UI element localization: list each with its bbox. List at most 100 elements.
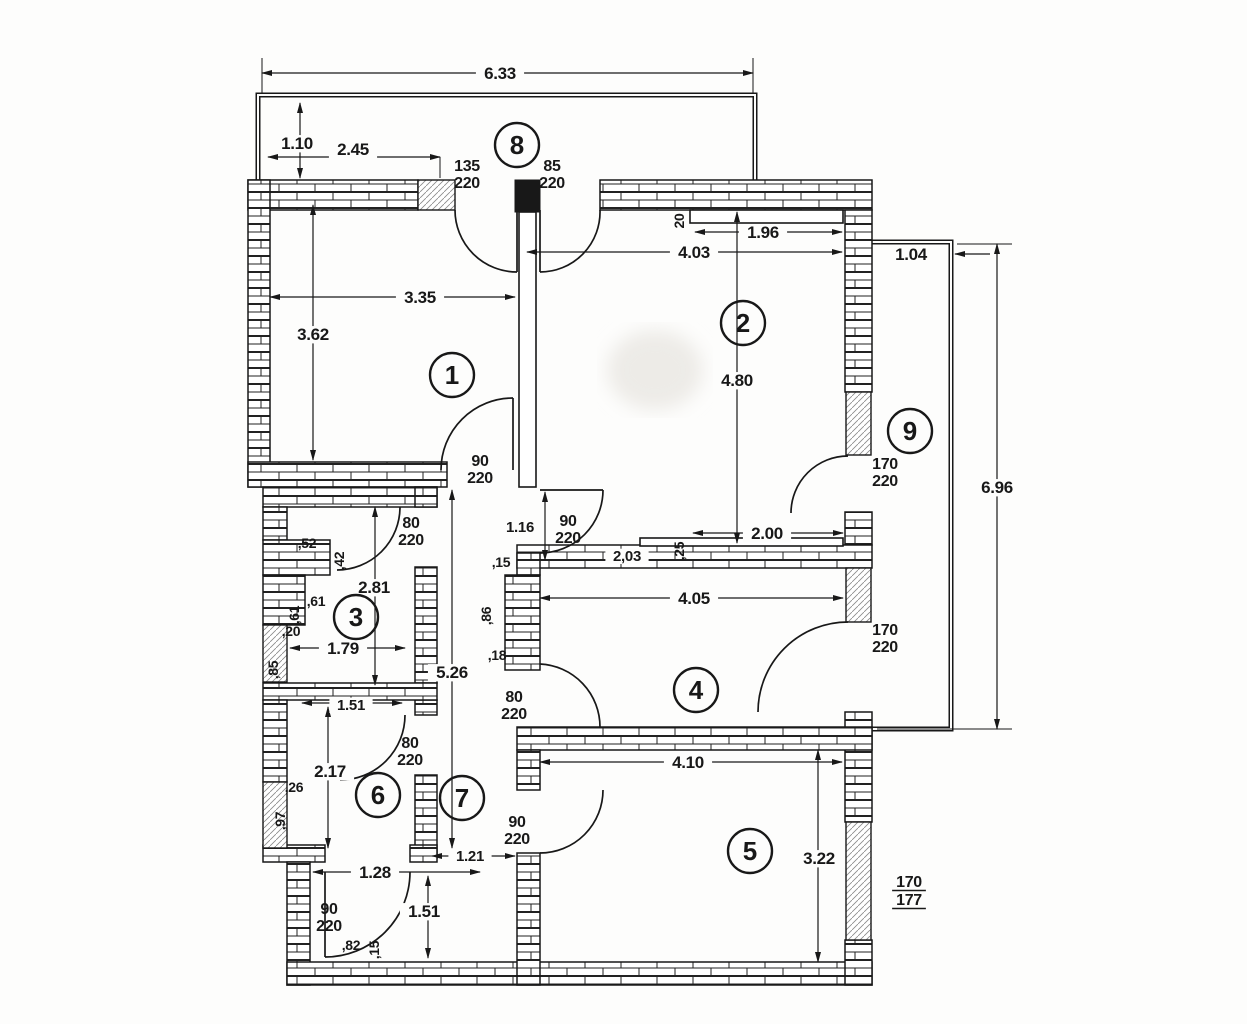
wall — [599, 179, 873, 211]
dimension-label: ,82 — [342, 937, 361, 953]
dimension-label: 20 — [671, 213, 687, 228]
dimension-label: 4.03 — [669, 243, 719, 262]
dimension-label: 170 — [892, 874, 926, 892]
door-arc — [539, 209, 601, 273]
wall — [262, 699, 288, 783]
wall — [516, 726, 873, 751]
dimension-label: ,86 — [478, 606, 494, 625]
svg-text:,86: ,86 — [478, 606, 494, 625]
svg-text:170: 170 — [872, 622, 898, 639]
svg-text:8: 8 — [510, 130, 524, 160]
dimension-label: 1.79 — [318, 639, 368, 658]
wall — [844, 209, 873, 393]
dimension-label: 3.62 — [288, 325, 338, 344]
wall — [844, 939, 873, 986]
dimension-label: 90 — [471, 453, 489, 470]
wall — [516, 552, 541, 576]
svg-text:6: 6 — [371, 780, 385, 810]
dimension-label: ,61 — [307, 593, 326, 609]
windows-layer — [262, 179, 872, 941]
svg-text:,61: ,61 — [286, 605, 302, 624]
svg-text:220: 220 — [467, 470, 493, 487]
svg-text:4.10: 4.10 — [672, 753, 704, 772]
svg-text:1.51: 1.51 — [337, 697, 365, 714]
svg-text:5.26: 5.26 — [436, 663, 468, 682]
wall — [409, 844, 438, 863]
svg-text:4.80: 4.80 — [721, 371, 753, 390]
svg-text:1: 1 — [445, 360, 459, 390]
svg-text:2: 2 — [736, 308, 750, 338]
room-number-6: 6 — [354, 771, 402, 819]
svg-text:3.62: 3.62 — [297, 325, 329, 344]
dimension-label: 80 — [505, 689, 523, 706]
door-arc — [790, 455, 849, 514]
svg-text:90: 90 — [508, 814, 526, 831]
dimension-label: 6.96 — [972, 478, 1022, 497]
dimension-label: 90 — [559, 513, 577, 530]
door-arc — [539, 663, 601, 728]
svg-text:90: 90 — [471, 453, 489, 470]
wall — [262, 486, 438, 508]
door-arc — [454, 209, 518, 273]
wall — [247, 179, 271, 488]
partition-wall — [518, 211, 537, 488]
svg-text:,97: ,97 — [272, 811, 288, 830]
svg-text:1.04: 1.04 — [895, 245, 928, 264]
dimension-label: 1.16 — [498, 519, 542, 536]
dimension-label: 85 — [543, 158, 561, 175]
wall — [516, 544, 873, 569]
svg-text:135: 135 — [454, 158, 480, 175]
svg-text:5: 5 — [743, 836, 757, 866]
svg-text:90: 90 — [559, 513, 577, 530]
svg-text:,18: ,18 — [488, 647, 507, 663]
dimension-label: 1.28 — [350, 863, 400, 882]
wall — [516, 749, 541, 791]
svg-text:,82: ,82 — [342, 937, 361, 953]
wall — [414, 486, 438, 508]
window — [262, 624, 288, 683]
dimension-label: 1.10 — [272, 134, 322, 153]
dimension-label: 4.80 — [712, 371, 762, 390]
dimension-label: 220 — [398, 532, 424, 549]
wall — [414, 699, 438, 716]
svg-text:2.81: 2.81 — [358, 578, 390, 597]
wall — [247, 179, 419, 211]
dimension-label: 220 — [454, 175, 480, 192]
dimension-label: ,15 — [492, 554, 511, 570]
svg-text:1.28: 1.28 — [359, 863, 391, 882]
svg-text:3.35: 3.35 — [404, 288, 436, 307]
svg-text:,42: ,42 — [331, 551, 347, 570]
dimension-label: 2.00 — [742, 524, 792, 543]
wall — [844, 511, 873, 546]
dimension-label: ,18 — [488, 647, 507, 663]
dimension-label: 80 — [401, 735, 419, 752]
svg-text:,20: ,20 — [282, 623, 301, 639]
svg-text:220: 220 — [316, 918, 342, 935]
svg-text:6.96: 6.96 — [981, 478, 1013, 497]
dimension-label: ,85 — [265, 660, 281, 679]
svg-text:1.96: 1.96 — [747, 223, 779, 242]
duct-niche — [262, 539, 331, 576]
svg-text:80: 80 — [402, 515, 420, 532]
dimension-label: 80 — [402, 515, 420, 532]
walls-layer — [247, 179, 873, 986]
svg-text:,15: ,15 — [366, 940, 382, 959]
door-arc — [324, 871, 411, 958]
dimension-label: 2.45 — [328, 140, 378, 159]
room-number-4: 4 — [672, 666, 720, 714]
svg-text:4: 4 — [689, 675, 704, 705]
dimension-label: ,25 — [671, 541, 687, 560]
dimension-label: ,26 — [285, 779, 304, 795]
svg-text:2.00: 2.00 — [751, 524, 783, 543]
wall-pier — [514, 179, 541, 213]
dimension-label: 135 — [454, 158, 480, 175]
svg-text:,26: ,26 — [285, 779, 304, 795]
wall-ledge — [639, 537, 844, 547]
balcony-8-rail — [255, 92, 758, 180]
dimension-label: 220 — [872, 639, 898, 656]
dimension-label: 4.10 — [663, 753, 713, 772]
door-arc — [336, 506, 401, 571]
door-arc — [539, 789, 604, 854]
